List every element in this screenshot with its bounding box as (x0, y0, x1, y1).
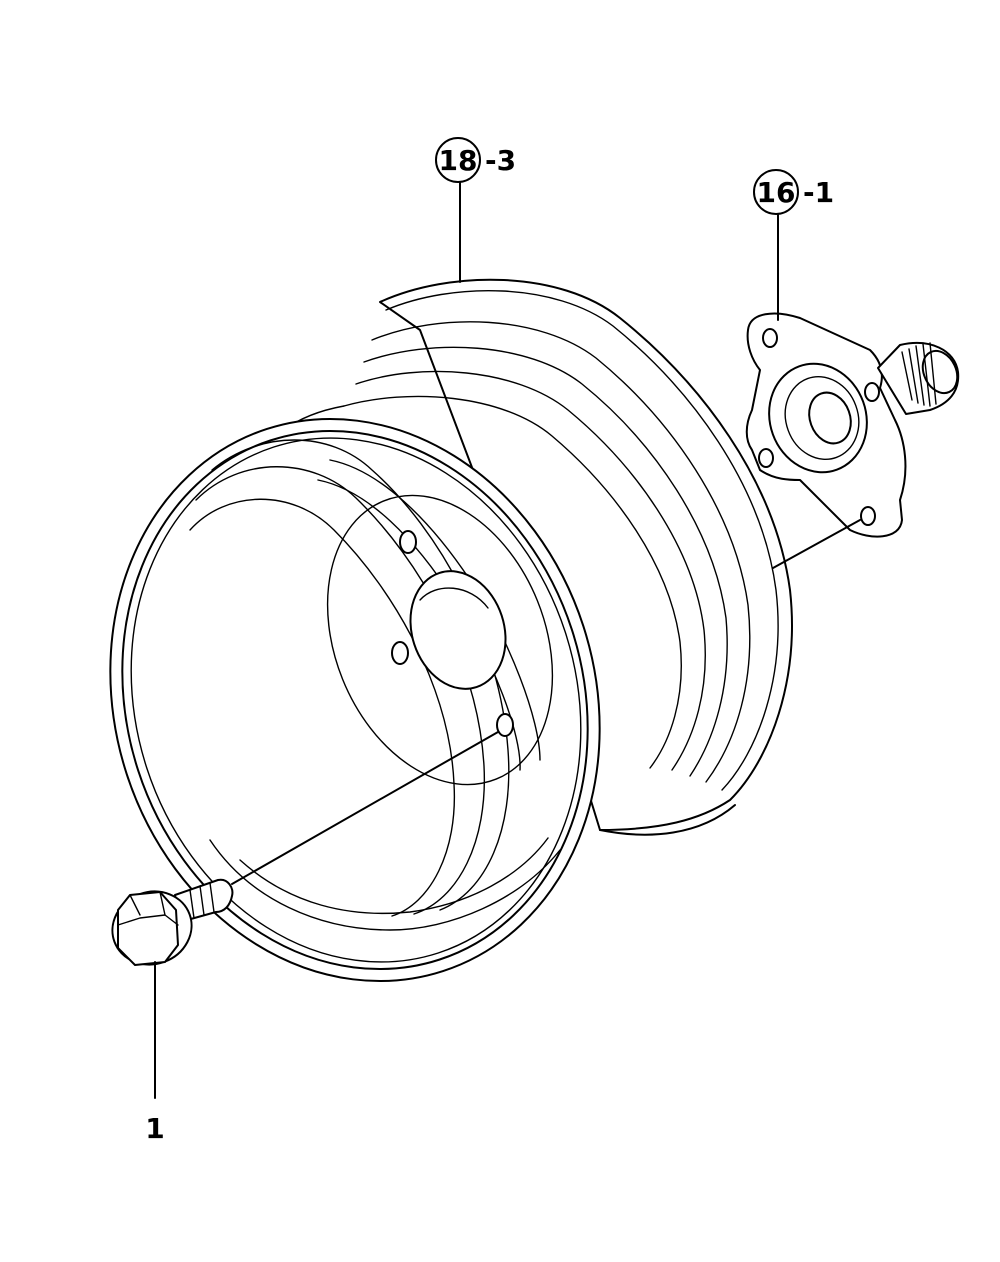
wheel-hub[interactable] (745, 312, 964, 538)
leader-lines (154, 181, 861, 1099)
callout-circle (435, 137, 481, 183)
callout-hub-suffix: -1 (803, 176, 834, 209)
callout-hub: 16 -1 (753, 169, 834, 215)
bolt-hole (399, 530, 417, 554)
bolt-hole (391, 641, 409, 665)
callout-bolt-number: 1 (145, 1112, 164, 1145)
callout-wheel-suffix: -3 (485, 144, 516, 177)
wheel-bolt[interactable] (102, 878, 234, 976)
callout-bolt: 1 (145, 1112, 164, 1145)
callout-hub-number: 16 (757, 176, 796, 209)
wheel-rim[interactable] (39, 278, 793, 1046)
callout-circle (753, 169, 799, 215)
bolt-hole (496, 713, 514, 737)
callout-wheel-number: 18 (439, 144, 478, 177)
callout-wheel: 18 -3 (435, 137, 516, 183)
